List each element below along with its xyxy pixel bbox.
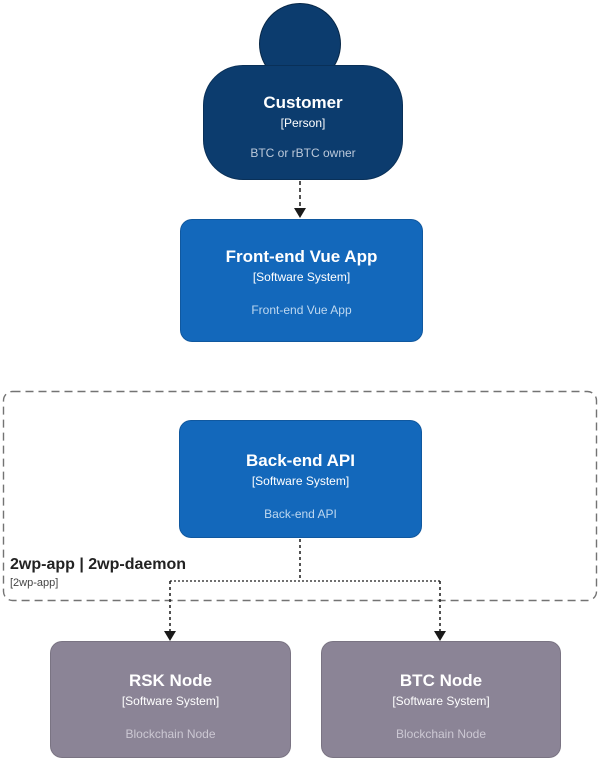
node-type: [Software System] bbox=[251, 473, 350, 488]
node-type: [Software System] bbox=[392, 693, 490, 708]
node-description: Blockchain Node bbox=[125, 726, 216, 741]
node-type: [Person] bbox=[280, 115, 326, 130]
node-customer: Customer [Person] BTC or rBTC owner bbox=[203, 65, 403, 180]
arrowhead-btc bbox=[434, 631, 446, 641]
node-btc: BTC Node [Software System] Blockchain No… bbox=[321, 641, 561, 758]
node-type: [Software System] bbox=[121, 693, 220, 708]
boundary-label: 2wp-app | 2wp-daemon [2wp-app] bbox=[10, 556, 186, 589]
node-title: Front-end Vue App bbox=[225, 247, 378, 266]
node-description: BTC or rBTC owner bbox=[250, 145, 356, 160]
node-description: Blockchain Node bbox=[395, 726, 487, 741]
node-title: Customer bbox=[263, 93, 343, 112]
node-title: Back-end API bbox=[246, 451, 355, 470]
node-title: RSK Node bbox=[128, 671, 213, 690]
node-type: [Software System] bbox=[252, 269, 351, 284]
node-title: BTC Node bbox=[399, 671, 483, 690]
node-frontend-vue-app: Front-end Vue App [Software System] Fron… bbox=[180, 219, 423, 342]
arrowhead-frontend bbox=[294, 208, 306, 218]
node-description: Front-end Vue App bbox=[251, 302, 352, 317]
node-description: Back-end API bbox=[264, 506, 337, 521]
arrowhead-rsk bbox=[164, 631, 176, 641]
boundary-subtitle: [2wp-app] bbox=[10, 576, 59, 589]
node-backend-api: Back-end API [Software System] Back-end … bbox=[179, 420, 422, 538]
node-rsk: RSK Node [Software System] Blockchain No… bbox=[50, 641, 291, 758]
boundary-title: 2wp-app | 2wp-daemon bbox=[10, 556, 187, 573]
